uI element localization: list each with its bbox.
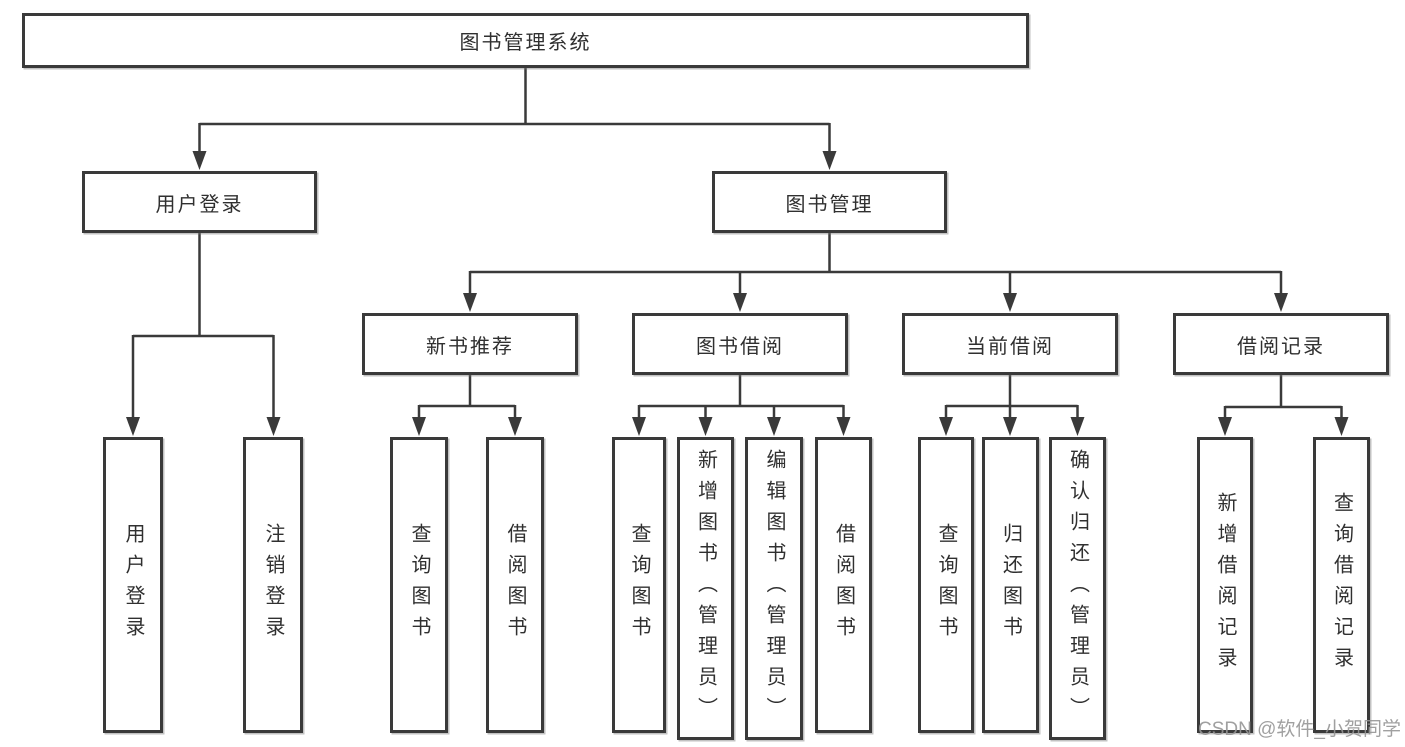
connector-book-borrow-branch <box>637 375 845 419</box>
arrowhead <box>1218 417 1232 436</box>
node-book-management: 图书管理 <box>712 171 947 233</box>
node-label: 借阅图书 <box>832 523 855 647</box>
node-label: 图书借阅 <box>696 335 784 358</box>
arrowhead <box>412 417 426 436</box>
connector-book-mgmt-branch <box>468 233 1283 295</box>
arrowhead <box>508 417 522 436</box>
node-query-books-2: 查询图书 <box>612 437 666 733</box>
connector-user-login-branch <box>131 233 275 419</box>
node-book-borrowing: 图书借阅 <box>632 313 848 375</box>
node-edit-books-admin: 编辑图书（管理员） <box>745 437 803 740</box>
arrowhead <box>266 417 281 436</box>
connector-new-book-branch <box>417 375 517 419</box>
node-user-login-leaf: 用户登录 <box>103 437 163 733</box>
node-label: 图书管理系统 <box>459 32 592 54</box>
node-label: 借阅记录 <box>1237 335 1325 358</box>
node-label: 查询借阅记录 <box>1330 492 1353 678</box>
arrowhead <box>1070 417 1085 436</box>
arrowhead <box>1274 293 1288 312</box>
arrowhead <box>1003 417 1017 436</box>
node-label: 用户登录 <box>122 523 144 647</box>
node-label: 注销登录 <box>262 523 284 647</box>
node-return-books: 归还图书 <box>982 437 1039 733</box>
csdn-watermark: CSDN @软件_小贺同学 <box>1198 719 1401 740</box>
node-label: 查询图书 <box>628 523 650 647</box>
node-label: 当前借阅 <box>966 335 1054 358</box>
node-label: 确认归还（管理员） <box>1066 449 1089 728</box>
arrowhead <box>126 417 140 436</box>
arrowhead <box>836 417 851 436</box>
node-add-books-admin: 新增图书（管理员） <box>677 437 734 740</box>
connector-borrow-record-branch <box>1223 375 1343 419</box>
arrowhead <box>1003 293 1017 312</box>
arrowhead <box>632 417 646 436</box>
node-user-login: 用户登录 <box>82 171 317 233</box>
node-label: 编辑图书（管理员） <box>763 449 785 728</box>
node-query-books-1: 查询图书 <box>390 437 448 733</box>
connector-current-borrow-branch <box>944 375 1079 419</box>
node-borrow-books-2: 借阅图书 <box>815 437 872 733</box>
node-label: 新增图书（管理员） <box>694 449 717 728</box>
node-label: 归还图书 <box>999 523 1022 647</box>
node-label: 用户登录 <box>155 193 244 216</box>
arrowhead <box>192 151 207 170</box>
arrowhead <box>463 293 477 312</box>
node-borrow-books-1: 借阅图书 <box>486 437 544 733</box>
node-label: 查询图书 <box>408 523 430 647</box>
node-label: 新书推荐 <box>426 335 514 358</box>
arrowhead <box>698 417 713 436</box>
node-borrowing-records: 借阅记录 <box>1173 313 1389 375</box>
arrowhead <box>1334 417 1349 436</box>
arrowhead <box>767 417 781 436</box>
node-label: 查询图书 <box>935 523 957 647</box>
arrowhead <box>733 293 747 312</box>
arrowhead <box>822 151 837 170</box>
connector-root-to-level2 <box>198 68 831 153</box>
node-add-borrow-record: 新增借阅记录 <box>1197 437 1253 733</box>
arrowhead <box>939 417 953 436</box>
node-label: 借阅图书 <box>504 523 526 647</box>
node-query-borrow-record: 查询借阅记录 <box>1313 437 1370 733</box>
node-new-book-recommend: 新书推荐 <box>362 313 578 375</box>
node-current-borrowing: 当前借阅 <box>902 313 1118 375</box>
node-label: 图书管理 <box>785 193 874 216</box>
node-confirm-return-admin: 确认归还（管理员） <box>1049 437 1106 740</box>
node-logout: 注销登录 <box>243 437 303 733</box>
node-library-system: 图书管理系统 <box>22 13 1029 68</box>
node-label: 新增借阅记录 <box>1214 492 1236 678</box>
node-query-books-3: 查询图书 <box>918 437 974 733</box>
